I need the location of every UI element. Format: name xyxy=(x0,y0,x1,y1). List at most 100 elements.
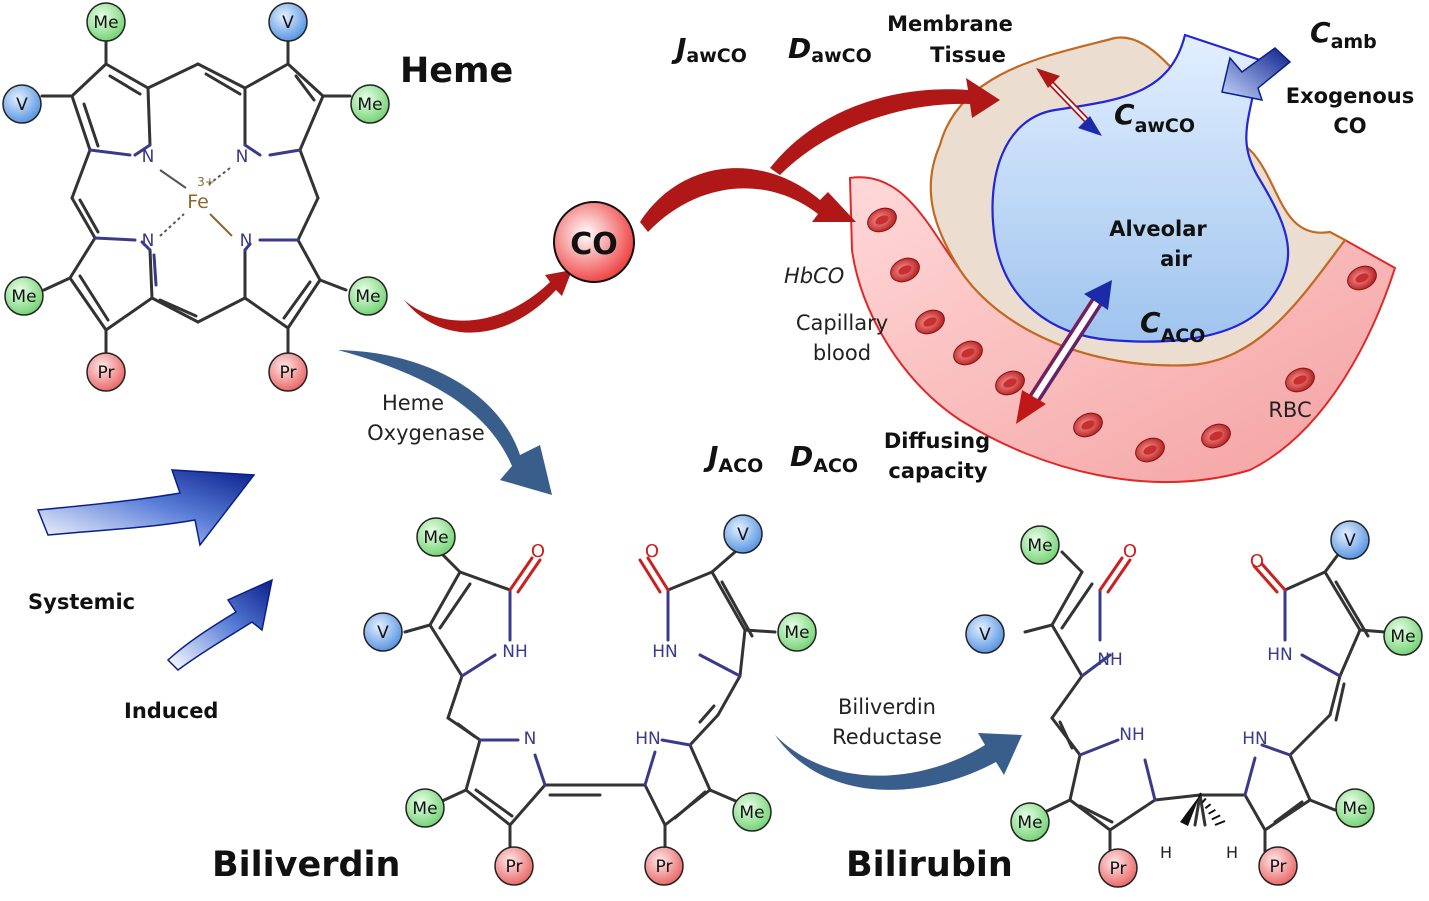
bond xyxy=(1323,550,1342,574)
j-awco-label: JawCO xyxy=(671,32,747,67)
red-blood-cell-center xyxy=(1355,273,1369,283)
co-to-blood-arrow xyxy=(640,168,856,232)
bond xyxy=(403,623,432,634)
me-group-badge xyxy=(86,2,126,42)
bond xyxy=(1106,558,1132,594)
pr-group-badge xyxy=(1258,846,1298,886)
bond xyxy=(456,722,476,738)
bond xyxy=(70,196,97,240)
bond xyxy=(710,550,737,574)
me-group-badge xyxy=(1010,802,1050,842)
bond xyxy=(68,276,108,332)
bond xyxy=(88,148,132,157)
air-label: air xyxy=(1160,247,1192,271)
c-aco-label: CACO xyxy=(1140,306,1205,347)
bond xyxy=(298,94,325,152)
bond xyxy=(508,783,547,827)
bilirubin-nh2: NH xyxy=(1119,725,1145,745)
bond xyxy=(1098,556,1124,592)
bond xyxy=(1198,793,1207,827)
me-group-label: Me xyxy=(423,528,448,548)
exogenous-co-label: CO xyxy=(1333,114,1366,138)
induced-arrow xyxy=(166,578,274,671)
pr-group-badge xyxy=(86,352,126,392)
me-group-badge xyxy=(350,84,390,124)
me-group-label: Me xyxy=(1342,799,1367,819)
bond xyxy=(1288,713,1332,757)
bond xyxy=(638,558,662,594)
hash-bond xyxy=(1208,808,1216,815)
pr-group-label: Pr xyxy=(1110,859,1127,879)
bond xyxy=(82,102,100,148)
bond xyxy=(458,570,512,592)
bilirubin-h2: H xyxy=(1226,843,1238,862)
me-group-label: Me xyxy=(93,13,118,33)
me-group-badge xyxy=(1383,616,1423,656)
bond xyxy=(1273,800,1304,824)
bond xyxy=(428,623,464,678)
hash-bond xyxy=(1198,792,1202,798)
bond xyxy=(1263,798,1312,832)
bond xyxy=(660,738,692,747)
membrane-exchange-arrow xyxy=(1036,68,1102,136)
red-blood-cell-center xyxy=(1081,420,1095,430)
bilirubin-h1: H xyxy=(1160,843,1172,862)
hash-bond xyxy=(1201,797,1207,804)
fe-atom: Fe xyxy=(187,191,209,213)
me-group-label: Me xyxy=(355,287,380,307)
bond xyxy=(196,62,247,90)
bond xyxy=(70,62,108,98)
bond xyxy=(158,298,198,318)
bond xyxy=(268,148,302,157)
me-group-badge xyxy=(4,276,44,316)
bond xyxy=(93,236,137,242)
me-group-badge xyxy=(1335,788,1375,828)
bond xyxy=(140,240,152,252)
membrane-label: Membrane xyxy=(887,12,1013,36)
bilirubin-o1: O xyxy=(1123,541,1137,562)
v-group-badge xyxy=(2,84,42,124)
pr-group-badge xyxy=(494,846,534,886)
me-group-label: Me xyxy=(739,803,764,823)
red-blood-cell-center xyxy=(898,265,912,275)
pr-group-label: Pr xyxy=(280,363,297,383)
bilirubin-nh1: NH xyxy=(1097,650,1123,670)
bond xyxy=(42,276,72,292)
v-group-label: V xyxy=(979,625,991,645)
heme-n2: N xyxy=(236,147,249,167)
blood-label: blood xyxy=(813,341,871,365)
bond xyxy=(1260,562,1287,592)
biliverdin-hn2: HN xyxy=(635,729,661,749)
hbco-label: HbCO xyxy=(784,264,844,288)
bond xyxy=(698,704,716,724)
bond xyxy=(152,253,158,287)
red-blood-cell-center xyxy=(1003,378,1017,388)
pr-group-badge xyxy=(1098,848,1138,888)
bond xyxy=(78,198,100,234)
v-group-label: V xyxy=(16,95,28,115)
bond xyxy=(1078,804,1114,824)
bond xyxy=(1050,674,1084,720)
bond xyxy=(243,242,252,252)
hash-bond xyxy=(1211,814,1221,821)
bond xyxy=(1078,738,1120,757)
alveolar-label: Alveolar xyxy=(1109,217,1207,241)
v-group-label: V xyxy=(737,525,749,545)
pr-group-label: Pr xyxy=(98,363,115,383)
tissue-label: Tissue xyxy=(930,43,1006,67)
bond xyxy=(1058,720,1074,750)
enzyme-br-line1: Biliverdin xyxy=(838,695,936,719)
bond xyxy=(196,296,247,324)
bond xyxy=(1334,580,1370,638)
bond xyxy=(438,582,472,630)
bond xyxy=(708,788,740,804)
bond xyxy=(716,674,742,717)
bond xyxy=(738,628,747,678)
heme-title: Heme xyxy=(400,51,513,91)
co-molecule xyxy=(553,201,635,283)
bond xyxy=(516,558,542,594)
d-awco-label: DawCO xyxy=(788,32,872,67)
red-blood-cell-center xyxy=(875,215,889,225)
